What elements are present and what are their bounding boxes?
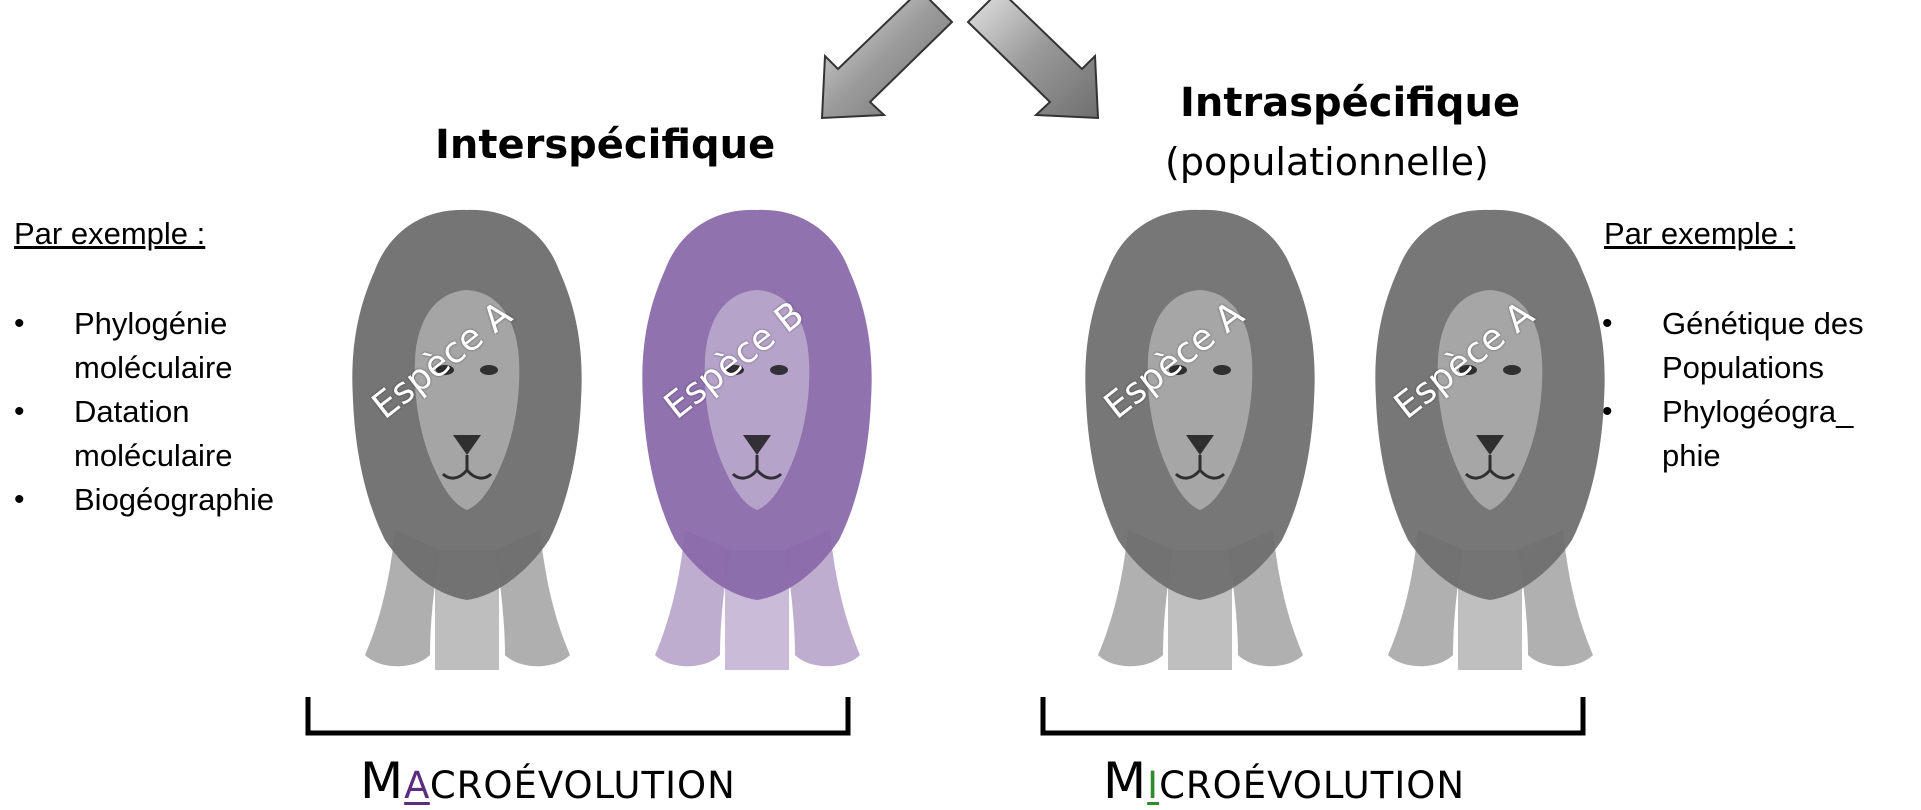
list-item: Génétique des Populations [1600,302,1918,390]
intraspecific-heading: Intraspécifique [1180,80,1520,126]
left-bracket [305,695,851,737]
list-item: Phylogénie moléculaire [12,302,332,390]
right-example-list: Génétique des Populations Phylogéogra_ p… [1600,302,1918,478]
populational-subheading: (populationnelle) [1165,140,1489,184]
list-item: Datation moléculaire [12,390,332,478]
lion-image-species-a-right-2 [1358,200,1623,680]
microevolution-title: MICROÉVOLUTION [1103,752,1465,810]
right-arrow-icon [968,0,1098,118]
macroevolution-title: MACROÉVOLUTION [360,752,736,810]
right-example-title: Par exemple : [1604,216,1795,252]
list-item: Phylogéogra_ phie [1600,390,1918,478]
left-example-title: Par exemple : [14,216,205,252]
right-bracket [1040,695,1586,737]
lion-image-species-b [625,200,890,680]
interspecific-heading: Interspécifique [435,122,775,168]
list-item: Biogéographie [12,478,332,522]
left-arrow-icon [822,0,952,118]
lion-image-species-a-right-1 [1068,200,1333,680]
split-arrows [800,0,1120,125]
lion-image-species-a-left [335,200,600,680]
left-example-list: Phylogénie moléculaire Datation molécula… [12,302,332,522]
